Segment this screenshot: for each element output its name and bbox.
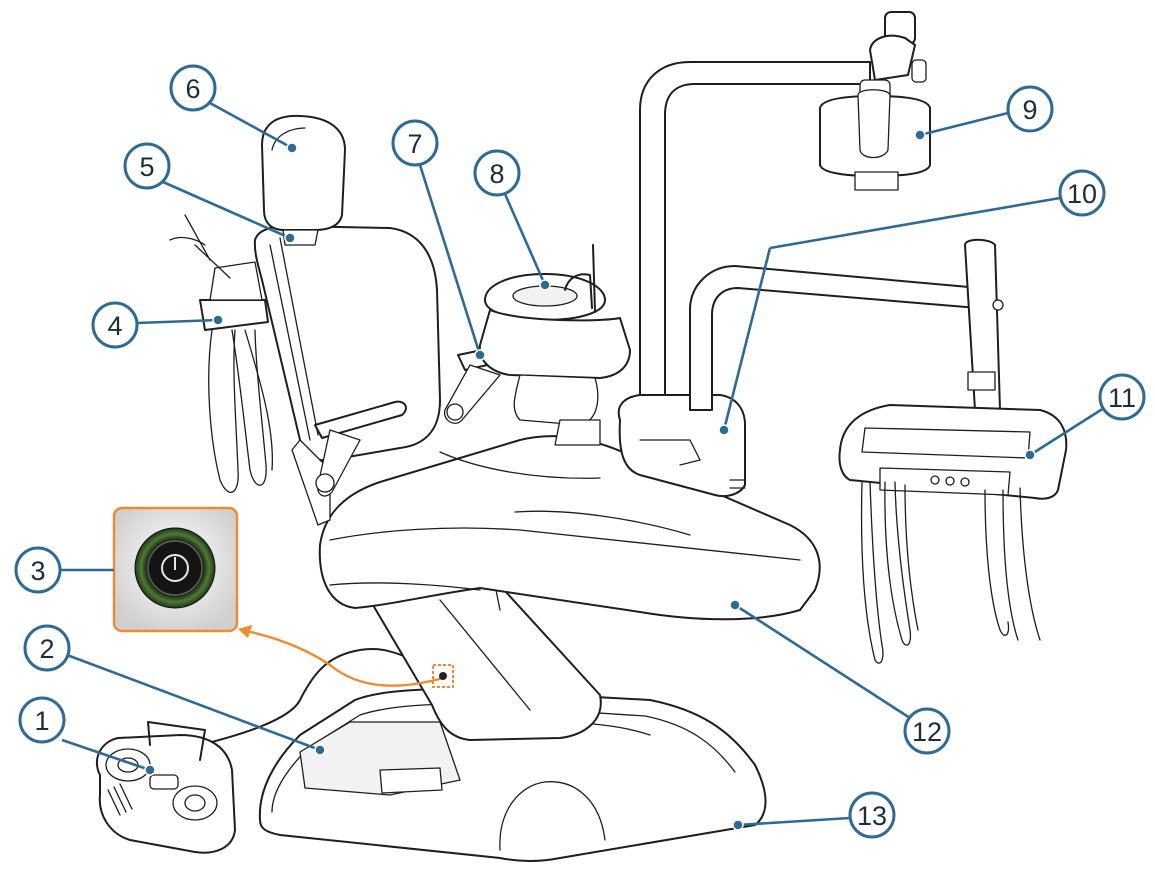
chair-lift-column — [369, 579, 602, 741]
power-switch-inset — [112, 506, 454, 688]
callout-8-label: 8 — [489, 159, 504, 189]
callout-10-label: 10 — [1067, 179, 1097, 209]
callout-11-label: 11 — [1108, 383, 1136, 413]
callout-7: 7 — [391, 119, 486, 361]
callout-9: 9 — [914, 85, 1054, 141]
callout-6-label: 6 — [185, 74, 200, 104]
callout-6: 6 — [169, 64, 298, 154]
callout-5-label: 5 — [139, 152, 154, 182]
foot-control-cable — [199, 648, 421, 746]
callout-13: 13 — [732, 791, 896, 839]
chair-seat — [318, 435, 821, 621]
callout-12-label: 12 — [912, 717, 942, 747]
callout-2: 2 — [23, 624, 326, 756]
switch-pointer-arrow — [239, 628, 444, 688]
callout-2-label: 2 — [39, 634, 54, 664]
chair-headrest — [261, 114, 346, 246]
callout-8: 8 — [473, 149, 551, 291]
callout-12: 12 — [729, 599, 951, 755]
switch-location-marker — [432, 664, 454, 688]
dental-chair-line-art — [95, 11, 1068, 862]
callout-1: 1 — [18, 696, 156, 776]
switch-pointer-arrowhead — [238, 625, 252, 638]
callout-3: 3 — [14, 546, 114, 594]
switch-location-dot — [439, 672, 447, 680]
callout-4: 4 — [91, 301, 224, 349]
callout-1-label: 1 — [34, 706, 49, 736]
callout-10: 10 — [718, 169, 1106, 436]
callout-13-label: 13 — [857, 801, 887, 831]
callout-7-label: 7 — [407, 129, 422, 159]
callout-9-label: 9 — [1022, 95, 1037, 125]
callout-layer: 1 2 3 4 5 6 — [14, 64, 1146, 839]
operating-light — [819, 11, 931, 191]
cuspidor — [478, 244, 631, 446]
delivery-arm — [689, 238, 1004, 411]
power-button-icon — [134, 527, 216, 609]
callout-3-label: 3 — [30, 556, 45, 586]
operating-light-post — [617, 61, 871, 498]
callout-4-label: 4 — [107, 311, 122, 341]
doctor-instrument-tray — [838, 404, 1068, 664]
callout-5: 5 — [123, 142, 296, 244]
callout-11: 11 — [1024, 373, 1146, 461]
